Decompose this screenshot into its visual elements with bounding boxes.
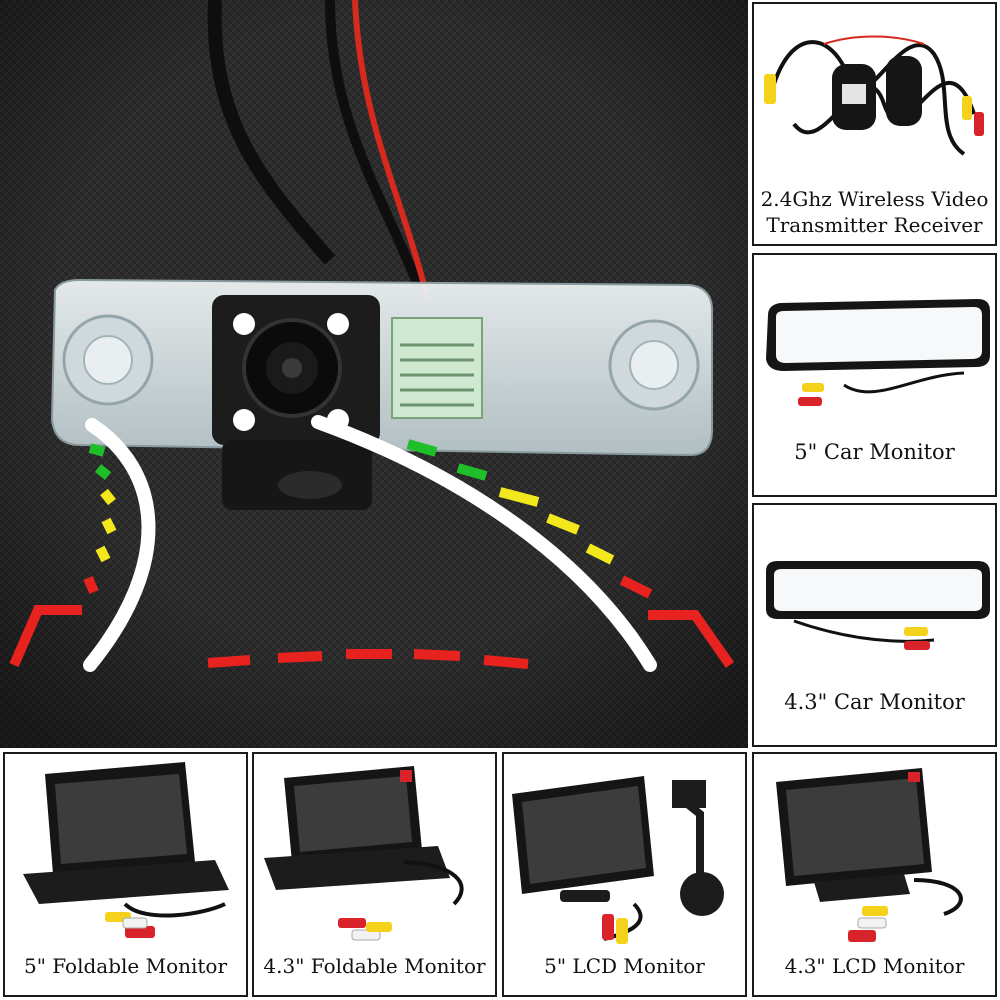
option-5in-lcd-monitor[interactable]: 5" LCD Monitor — [502, 752, 747, 997]
fold-5-label: 5" Foldable Monitor — [23, 954, 228, 978]
option-5in-foldable-monitor[interactable]: 5" Foldable Monitor — [3, 752, 248, 997]
mirror-43-label: 4.3" Car Monitor — [784, 690, 965, 714]
mirror-monitor-5-image — [766, 299, 990, 406]
red-cable — [352, 0, 431, 301]
suction-cup — [680, 872, 724, 916]
hero-camera-photo — [0, 0, 748, 748]
mirror-monitor-43-image — [766, 561, 990, 650]
guide-path-left — [83, 418, 156, 672]
guide-path-right — [311, 415, 657, 672]
guide-dashes-left — [9, 443, 117, 667]
option-43in-lcd-monitor[interactable]: 4.3" LCD Monitor — [752, 752, 997, 997]
monitor-stand — [814, 874, 910, 902]
wireless-label-line1: 2.4Ghz Wireless Video — [760, 187, 989, 211]
mirror-screen — [776, 307, 982, 363]
black-cable — [207, 0, 336, 265]
led-light — [233, 409, 255, 431]
monitor-screen — [522, 786, 646, 884]
foldable-monitor-43-image — [264, 766, 464, 941]
monitor-base — [23, 860, 229, 904]
fold-43-label: 4.3" Foldable Monitor — [263, 954, 486, 978]
rca-red-connector — [974, 112, 984, 136]
lcd-5-label: 5" LCD Monitor — [544, 954, 705, 978]
option-wireless-kit[interactable]: 2.4Ghz Wireless Video Transmitter Receiv… — [752, 2, 997, 246]
option-5in-car-monitor[interactable]: 5" Car Monitor — [752, 253, 997, 497]
monitor-base — [264, 846, 450, 890]
monitor-screen — [55, 774, 187, 864]
mirror-5-label: 5" Car Monitor — [794, 440, 955, 464]
guide-dashes-bottom — [207, 649, 529, 669]
wireless-label-line2: Transmitter Receiver — [766, 213, 983, 237]
led-board — [391, 317, 483, 419]
hero-illustration — [0, 0, 748, 748]
led-light — [233, 313, 255, 335]
lcd-monitor-43-image — [776, 768, 963, 942]
monitor-screen — [786, 778, 924, 876]
lcd-monitor-5-image — [512, 776, 724, 944]
monitor-screen — [294, 776, 412, 852]
lcd-43-label: 4.3" LCD Monitor — [784, 954, 965, 978]
black-cable-2 — [325, 0, 425, 292]
foldable-monitor-5-image — [23, 762, 229, 938]
receiver-box — [886, 56, 922, 126]
mirror-screen — [774, 569, 982, 611]
option-43in-foldable-monitor[interactable]: 4.3" Foldable Monitor — [252, 752, 497, 997]
guide-dashes-right — [406, 439, 735, 668]
led-light — [327, 313, 349, 335]
monitor-stand — [560, 890, 610, 902]
rca-yellow-connector — [764, 74, 776, 104]
option-43in-car-monitor[interactable]: 4.3" Car Monitor — [752, 503, 997, 747]
wireless-transmitter-image — [764, 35, 984, 156]
